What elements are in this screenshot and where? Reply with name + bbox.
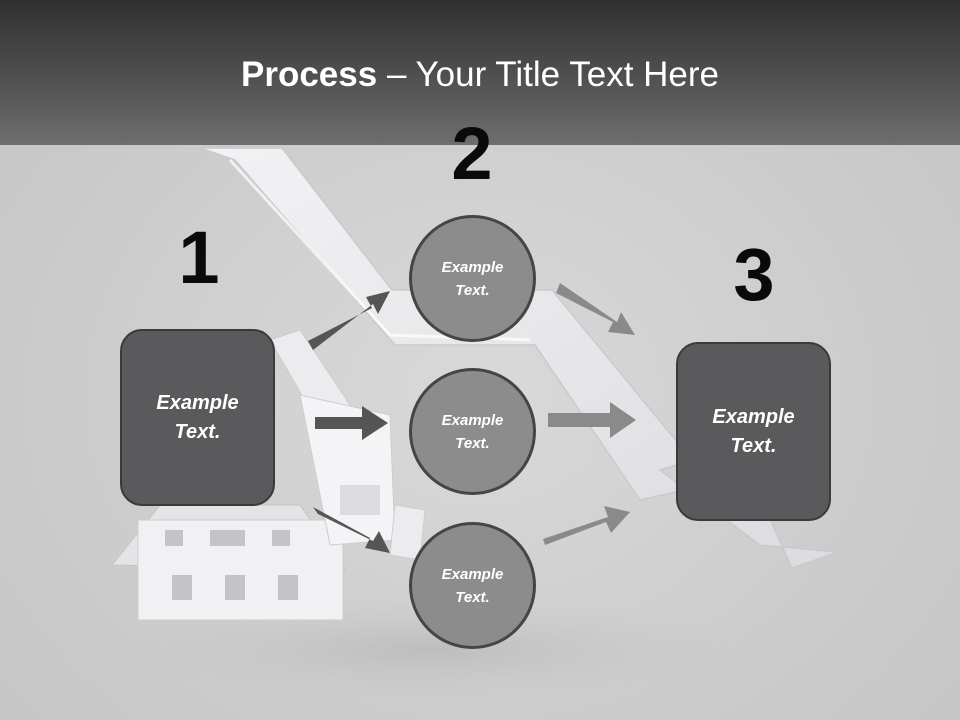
floor-shadow <box>110 595 750 705</box>
step-2-text-bottom: Example Text. <box>441 565 504 606</box>
step-2-circle-middle: Example Text. <box>409 368 536 495</box>
title-rest: – Your Title Text Here <box>377 55 719 94</box>
arrow-2-to-3-middle <box>548 402 636 438</box>
title-bar: Process – Your Title Text Here <box>0 0 960 145</box>
step-1-number: 1 <box>178 216 220 299</box>
step-1-box: Example Text. <box>120 329 275 506</box>
house-illustration <box>110 329 426 621</box>
step-3-box: Example Text. <box>676 342 831 521</box>
step-2-circle-top: Example Text. <box>409 215 536 342</box>
step-3-text: Example Text. <box>712 405 795 457</box>
step-2-number: 2 <box>451 112 493 195</box>
step-2-text-top: Example Text. <box>441 258 504 299</box>
step-2-text-middle: Example Text. <box>441 411 504 452</box>
arrow-2-to-3-top <box>556 283 635 335</box>
slide-title: Process – Your Title Text Here <box>0 52 960 98</box>
title-bold: Process <box>241 55 378 94</box>
arrow-1-to-2-top <box>308 291 390 350</box>
step-2-circle-bottom: Example Text. <box>409 522 536 649</box>
step-3-number: 3 <box>733 233 775 316</box>
arrow-2-to-3-bottom <box>543 506 630 545</box>
arrow-1-to-2-middle <box>315 406 388 440</box>
arrow-1-to-2-bottom <box>313 507 390 553</box>
step-1-text: Example Text. <box>156 391 239 443</box>
